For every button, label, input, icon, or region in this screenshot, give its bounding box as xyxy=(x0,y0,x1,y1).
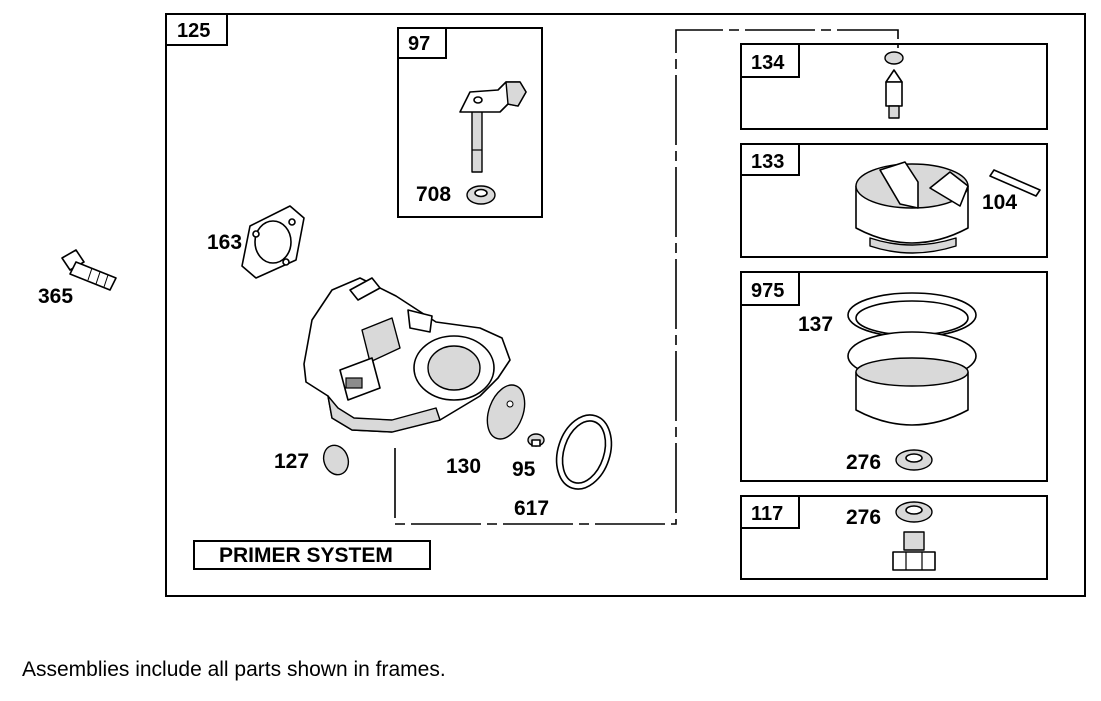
frame-125-label: 125 xyxy=(177,20,210,42)
gasket-163 xyxy=(241,205,305,279)
primer-system-box xyxy=(193,540,431,570)
frame-133-label: 133 xyxy=(751,151,784,173)
washer-276-a xyxy=(895,449,933,471)
frame-975 xyxy=(740,271,1048,482)
float-needle-part xyxy=(884,51,904,119)
frame-133-tag xyxy=(740,143,800,176)
throttle-plate-130 xyxy=(486,384,526,440)
footnote: Assemblies include all parts shown in fr… xyxy=(22,658,446,681)
frame-117 xyxy=(740,495,1048,580)
seal-708 xyxy=(466,185,496,205)
bowl-part xyxy=(847,331,977,426)
frame-117-label: 117 xyxy=(751,503,783,525)
frame-133 xyxy=(740,143,1048,258)
frame-97-label: 97 xyxy=(408,33,430,55)
frame-97 xyxy=(397,27,543,218)
part-276-label-a: 276 xyxy=(846,451,881,474)
throttle-shaft-part xyxy=(459,81,527,173)
frame-134-label: 134 xyxy=(751,52,785,74)
part-276-label-b: 276 xyxy=(846,506,881,529)
part-95-label: 95 xyxy=(512,458,536,481)
o-ring-617 xyxy=(555,414,613,490)
frame-97-tag xyxy=(397,27,447,59)
bolt-365 xyxy=(61,249,117,291)
part-130-label: 130 xyxy=(446,455,481,478)
part-137-label: 137 xyxy=(798,313,833,336)
part-127-label: 127 xyxy=(274,450,309,473)
frame-975-label: 975 xyxy=(751,280,784,302)
float-part xyxy=(855,161,969,254)
frame-125-tag xyxy=(165,13,228,46)
washer-276-b xyxy=(895,501,933,523)
part-617-label: 617 xyxy=(514,497,549,520)
screw-95 xyxy=(527,433,545,447)
frame-134-tag xyxy=(740,43,800,78)
bowl-nut-part xyxy=(892,531,936,571)
frame-125 xyxy=(165,13,1086,597)
assembly-leader-line xyxy=(394,29,899,525)
carburetor-body-part xyxy=(303,277,511,433)
welch-plug-127 xyxy=(322,444,350,476)
float-pin-part xyxy=(989,169,1041,197)
frame-134 xyxy=(740,43,1048,130)
part-104-label: 104 xyxy=(982,191,1017,214)
o-ring-137 xyxy=(847,292,977,338)
part-163-label: 163 xyxy=(207,231,242,254)
part-365-label: 365 xyxy=(38,285,73,308)
frame-975-tag xyxy=(740,271,800,306)
part-708-label: 708 xyxy=(416,183,451,206)
frame-117-tag xyxy=(740,495,800,529)
primer-system-label: PRIMER SYSTEM xyxy=(219,544,393,567)
